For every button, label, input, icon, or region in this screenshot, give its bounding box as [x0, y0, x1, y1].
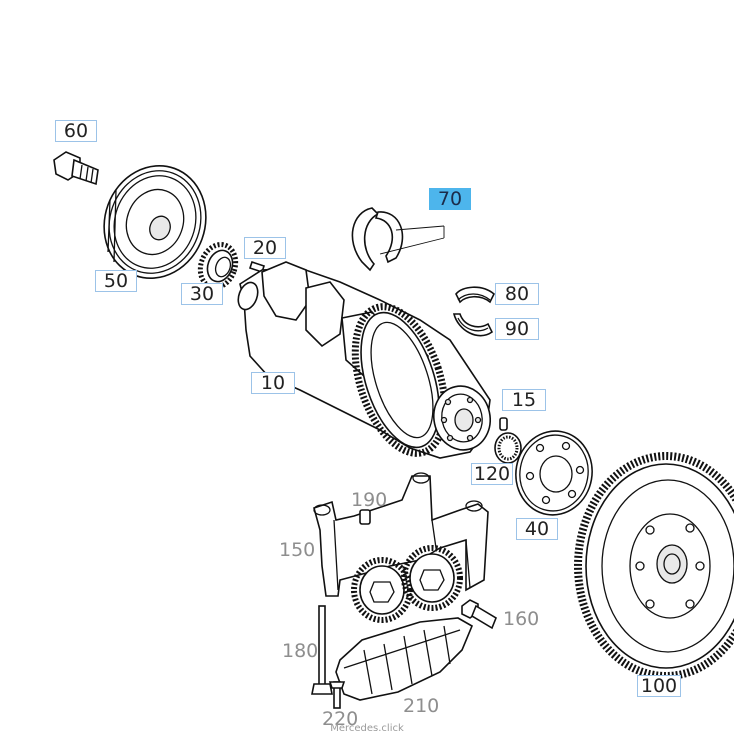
label-220[interactable]: 220 [322, 708, 359, 730]
part-150-housing[interactable] [313, 472, 489, 597]
balancer-gears [351, 545, 463, 623]
callout-40[interactable]: 40 [516, 518, 558, 540]
part-90-bearing-shell[interactable] [452, 313, 494, 337]
callout-30[interactable]: 30 [181, 283, 223, 305]
callout-100[interactable]: 100 [637, 675, 681, 697]
label-190[interactable]: 190 [351, 489, 388, 511]
label-150[interactable]: 150 [279, 539, 316, 561]
part-10-crankshaft[interactable] [235, 261, 496, 465]
part-100-flywheel[interactable] [574, 452, 734, 680]
callout-10[interactable]: 10 [251, 372, 295, 394]
part-210-cover[interactable] [335, 617, 474, 701]
callout-70[interactable]: 70 [429, 188, 471, 210]
callout-60[interactable]: 60 [55, 120, 97, 142]
part-80-bearing-shell[interactable] [455, 286, 495, 304]
part-60-bolt[interactable] [53, 151, 99, 186]
label-160[interactable]: 160 [503, 608, 540, 630]
callout-80[interactable]: 80 [495, 283, 539, 305]
part-15-pin[interactable] [499, 417, 508, 431]
callout-120[interactable]: 120 [471, 463, 513, 485]
part-50-pulley[interactable] [89, 151, 222, 292]
label-210[interactable]: 210 [403, 695, 440, 717]
part-40-plate[interactable] [509, 425, 598, 521]
callout-15[interactable]: 15 [502, 389, 546, 411]
part-160-bolt[interactable] [461, 599, 497, 630]
part-180-bolt[interactable] [311, 605, 333, 695]
watermark: Mercedes.click [330, 723, 404, 734]
part-30-sprocket[interactable] [195, 240, 242, 293]
part-70-thrust-washers[interactable] [351, 207, 445, 272]
callout-50[interactable]: 50 [95, 270, 137, 292]
part-220-bolt[interactable] [328, 681, 346, 709]
callout-20[interactable]: 20 [244, 237, 286, 259]
part-190-sleeve[interactable] [359, 509, 371, 525]
label-180[interactable]: 180 [282, 640, 319, 662]
part-120-bearing[interactable] [494, 432, 522, 464]
callout-90[interactable]: 90 [495, 318, 539, 340]
